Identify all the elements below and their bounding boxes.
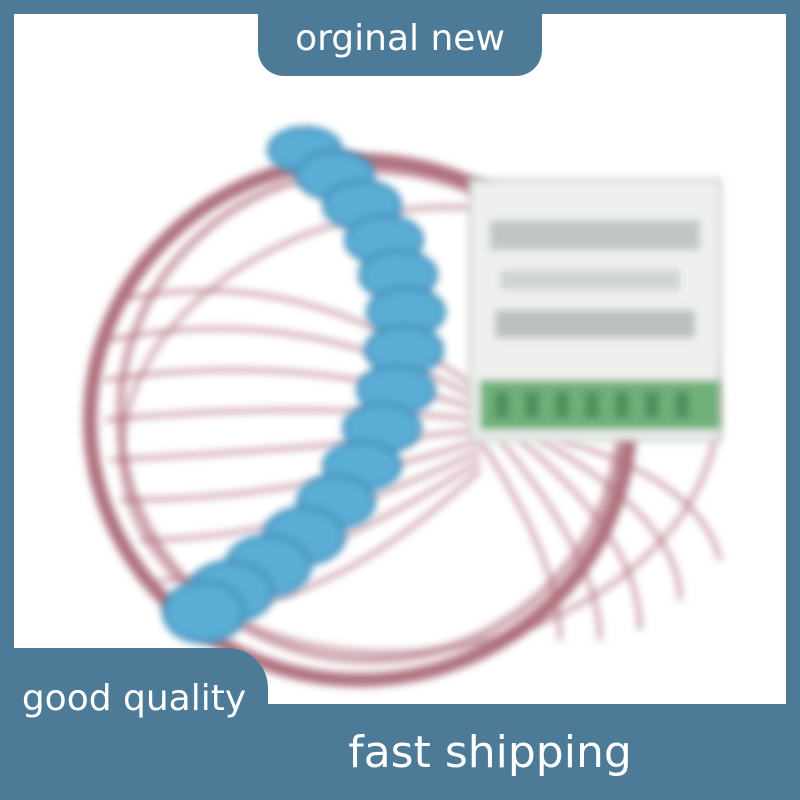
badge-good-quality: good quality: [0, 648, 268, 748]
badge-original-new: orginal new: [258, 0, 542, 76]
connector-board: [468, 178, 722, 442]
ferrite-beads: [162, 126, 446, 644]
